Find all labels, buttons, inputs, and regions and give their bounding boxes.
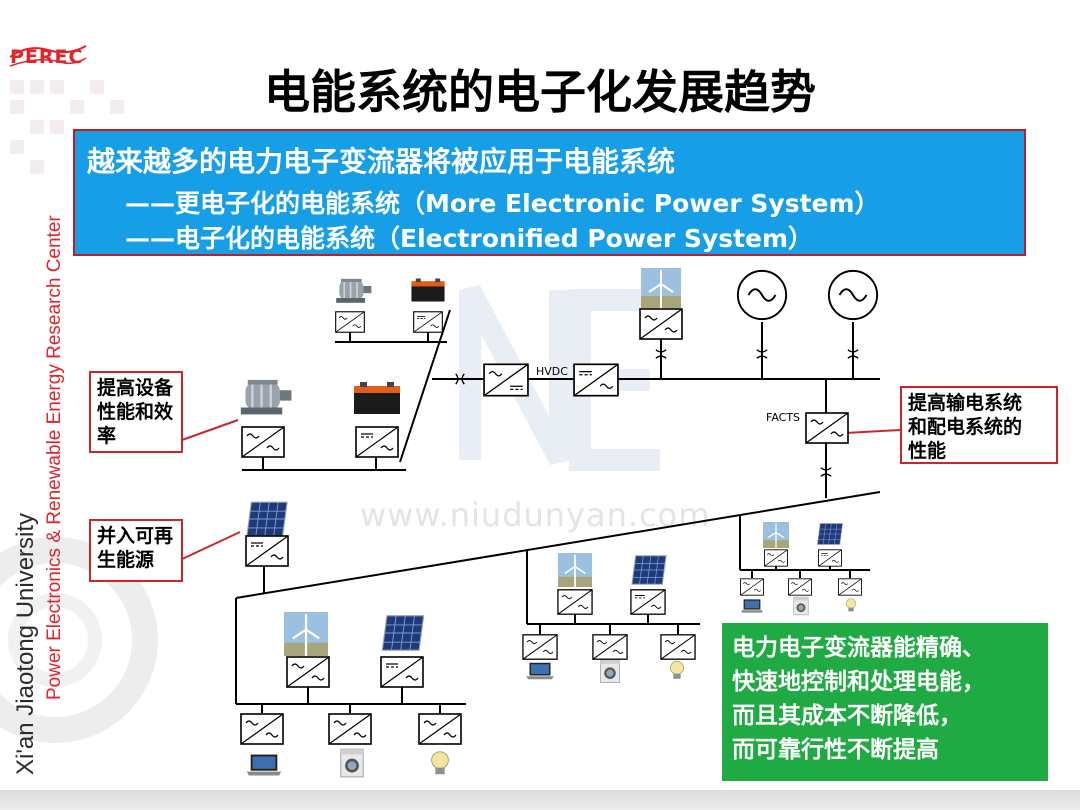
solar-panel-icon [631,555,667,585]
callout-renewable-line-2: 生能源 [97,549,155,571]
converter-icon [380,656,424,688]
hvdc-label: HVDC [536,365,568,378]
solar-panel-icon [246,501,288,537]
converter-icon [788,578,812,596]
laptop-icon [246,754,282,776]
light-bulb-icon [431,751,449,775]
blue-summary-box: 越来越多的电力电子变流器将被应用于电能系统 ——更电子化的电能系统（More E… [73,129,1026,256]
converter-icon [764,549,788,567]
facts-converter-icon [805,412,849,444]
converter-icon [630,589,666,615]
solar-panel-icon [381,615,425,651]
washing-machine-icon [340,748,364,778]
callout-grid-line-3: 性能 [908,440,947,462]
hvdc-converter-icon [573,363,619,397]
converter-icon [592,634,628,660]
light-bulb-icon [670,660,684,680]
blue-box-line-2: ——更电子化的电能系统（More Electronic Power System… [125,189,880,218]
green-box-line-1: 电力电子变流器能精确、 [732,635,985,661]
laptop-icon [526,662,554,680]
converter-icon [818,549,842,567]
converter-icon [240,713,284,745]
converter-icon [413,311,443,333]
green-box-line-2: 快速地控制和处理电能， [732,669,985,695]
converter-icon [522,634,558,660]
solar-panel-icon [817,523,843,545]
callout-equipment-line-2: 性能和效 [97,401,174,423]
green-box-line-4: 而可靠行性不断提高 [732,737,939,763]
perec-logo [9,45,87,67]
light-bulb-icon [845,598,857,612]
converter-icon [286,656,330,688]
laptop-icon [741,599,763,613]
washing-machine-icon [793,596,809,616]
watermark-text: www.niudunyan.com [360,496,711,534]
callout-equipment-line-3: 率 [97,425,117,447]
converter-icon [245,535,289,567]
callout-renewable: 并入可再 生能源 [89,519,183,582]
page-title: 电能系统的电子化发展趋势 [264,65,816,119]
callout-renewable-line-1: 并入可再 [97,525,174,547]
hvdc-converter-icon [483,363,529,397]
generator-icon [736,269,788,321]
blue-box-line-1: 越来越多的电力电子变流器将被应用于电能系统 [87,145,676,178]
washing-machine-icon [600,659,620,683]
wind-turbine-icon [557,553,593,587]
converter-icon [838,578,862,596]
generator-icon [827,269,879,321]
green-box-line-3: 而且其成本不断降低， [732,703,962,729]
motor-icon [335,277,373,304]
callout-equipment: 提高设备 性能和效 率 [89,371,183,453]
wind-turbine-icon [639,268,683,308]
callout-equipment-line-1: 提高设备 [97,377,174,399]
wind-turbine-icon [284,612,328,656]
converter-icon [418,713,462,745]
green-conclusion-box: 电力电子变流器能精确、 快速地控制和处理电能， 而且其成本不断降低， 而可靠行性… [722,623,1048,781]
converter-icon [328,713,372,745]
motor-icon [239,378,293,416]
callout-grid: 提高输电系统 和配电系统的 性能 [900,386,1058,464]
blue-box-line-3: ——电子化的电能系统（Electronified Power System） [125,224,814,253]
callout-grid-line-2: 和配电系统的 [908,416,1023,438]
battery-icon [411,278,445,302]
converter-icon [660,634,696,660]
wind-turbine-icon [762,522,790,548]
battery-icon [354,382,400,414]
converter-icon [335,311,365,333]
converter-icon [557,589,593,615]
facts-label: FACTS [766,411,800,424]
converter-icon [355,426,399,458]
converter-icon [639,308,683,340]
logo-text: PEREC [10,46,84,68]
converter-icon [740,578,764,596]
converter-icon [241,426,285,458]
callout-grid-line-1: 提高输电系统 [908,392,1023,414]
bottom-bar [0,790,1080,810]
